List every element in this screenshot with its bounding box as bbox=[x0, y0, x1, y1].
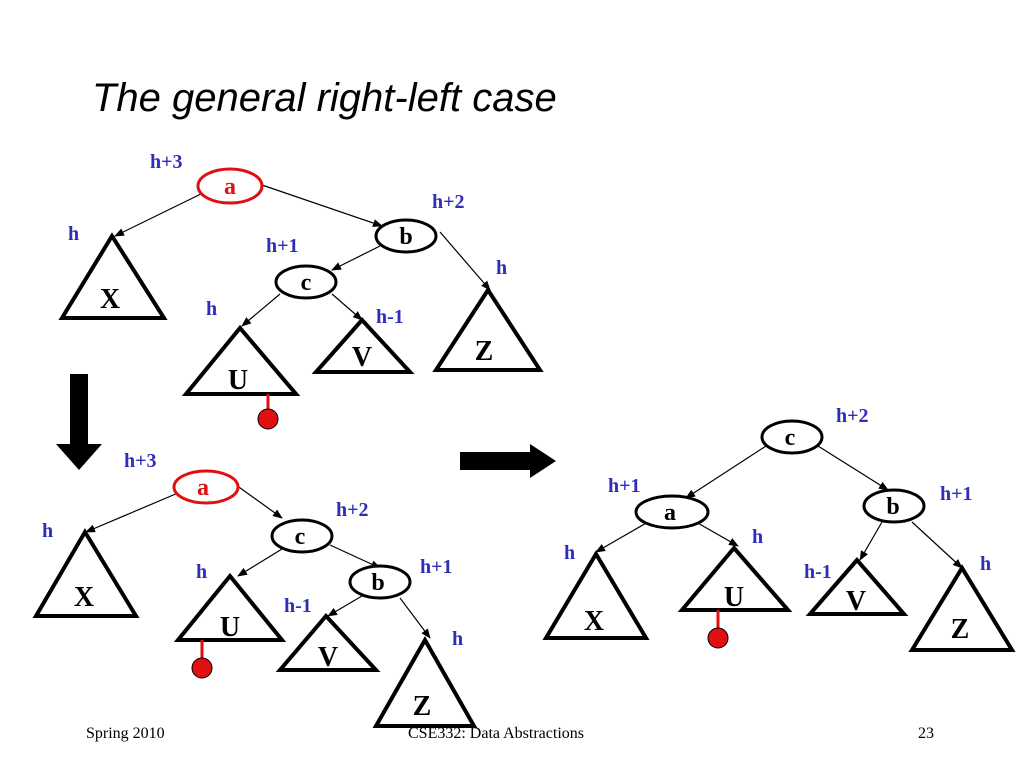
subtree-v bbox=[805, 556, 909, 616]
insertion-node bbox=[257, 408, 279, 430]
height-label: h-1 bbox=[376, 306, 404, 328]
edge-a-x bbox=[595, 521, 649, 553]
node-b bbox=[348, 564, 412, 600]
height-label: h+1 bbox=[420, 556, 453, 578]
insertion-node bbox=[191, 657, 213, 679]
subtree-x bbox=[542, 550, 650, 640]
subtree-u-label: U bbox=[724, 582, 744, 613]
subtree-x-label: X bbox=[100, 284, 120, 315]
subtree-v-label: V bbox=[318, 642, 338, 673]
height-label: h-1 bbox=[284, 595, 312, 617]
edge-b-c bbox=[331, 245, 381, 271]
node-b bbox=[862, 488, 926, 524]
height-label: h bbox=[564, 542, 575, 564]
footer-course: CSE332: Data Abstractions bbox=[408, 725, 584, 742]
node-b-label: b bbox=[371, 570, 384, 596]
subtree-u bbox=[173, 572, 287, 642]
node-a bbox=[196, 167, 264, 205]
height-label: h bbox=[68, 223, 79, 245]
edge-c-b bbox=[329, 544, 381, 569]
edge-b-z bbox=[399, 597, 431, 639]
edge-a-x bbox=[85, 492, 179, 533]
edge-b-z bbox=[439, 231, 491, 291]
edge-a-x bbox=[114, 191, 206, 237]
node-a bbox=[634, 494, 710, 530]
subtree-x-label: X bbox=[74, 582, 94, 613]
footer-term: Spring 2010 bbox=[86, 725, 165, 742]
right-arrow-icon bbox=[460, 444, 556, 478]
edge-b-z bbox=[911, 521, 963, 569]
height-label: h bbox=[980, 553, 991, 575]
height-label: h+1 bbox=[266, 235, 299, 257]
node-b-label: b bbox=[399, 224, 412, 250]
edge-b-v bbox=[859, 521, 883, 561]
edge-c-b bbox=[817, 445, 889, 491]
height-label: h+1 bbox=[608, 475, 641, 497]
height-label: h-1 bbox=[804, 561, 832, 583]
height-label: h+3 bbox=[150, 151, 183, 173]
edge-c-u bbox=[241, 293, 281, 327]
height-label: h+2 bbox=[432, 191, 465, 213]
node-a bbox=[172, 469, 240, 505]
node-c-label: c bbox=[301, 270, 312, 296]
node-a-label: a bbox=[224, 174, 236, 200]
page-number: 23 bbox=[918, 725, 934, 742]
edge-a-u bbox=[695, 521, 739, 547]
subtree-x bbox=[32, 528, 140, 618]
edge-c-a bbox=[685, 445, 767, 499]
height-label: h bbox=[452, 628, 463, 650]
node-c bbox=[270, 518, 334, 554]
subtree-v bbox=[275, 612, 381, 672]
subtree-v bbox=[311, 317, 415, 374]
subtree-z bbox=[372, 635, 478, 728]
node-c-label: c bbox=[785, 425, 796, 451]
subtree-z-label: Z bbox=[413, 691, 432, 722]
node-b-label: b bbox=[886, 494, 899, 520]
height-label: h+2 bbox=[336, 499, 369, 521]
height-label: h bbox=[42, 520, 53, 542]
node-c bbox=[760, 419, 824, 455]
subtree-x bbox=[58, 232, 168, 320]
slide-title: The general right-left case bbox=[92, 76, 557, 120]
node-c-label: c bbox=[295, 524, 306, 550]
subtree-v-label: V bbox=[352, 342, 372, 373]
subtree-u-label: U bbox=[220, 612, 240, 643]
height-label: h+2 bbox=[836, 405, 869, 427]
height-label: h+1 bbox=[940, 483, 973, 505]
edge-c-u bbox=[237, 548, 283, 577]
node-a-label: a bbox=[664, 500, 676, 526]
height-label: h bbox=[206, 298, 217, 320]
tree-before: a h+3 X h b h+2 c h+1 Z h U h V h-1 bbox=[58, 151, 544, 430]
tree-middle: a h+3 X h c h+2 U h b h+1 V h-1 Z h bbox=[32, 450, 478, 728]
subtree-z bbox=[908, 564, 1016, 652]
height-label: h bbox=[496, 257, 507, 279]
node-a-label: a bbox=[197, 475, 209, 501]
edge-a-c bbox=[235, 484, 283, 519]
subtree-u bbox=[181, 324, 301, 396]
edge-c-v bbox=[331, 293, 363, 321]
height-label: h bbox=[196, 561, 207, 583]
subtree-u bbox=[677, 544, 793, 612]
subtree-z-label: Z bbox=[951, 614, 970, 645]
height-label: h bbox=[752, 526, 763, 548]
tree-after: c h+2 a h+1 b h+1 X h U h V h-1 Z h bbox=[542, 405, 1016, 652]
subtree-v-label: V bbox=[846, 586, 866, 617]
subtree-z-label: Z bbox=[475, 336, 494, 367]
subtree-x-label: X bbox=[584, 606, 604, 637]
edge-b-v bbox=[327, 595, 363, 617]
down-arrow-icon bbox=[56, 374, 102, 470]
insertion-node bbox=[707, 627, 729, 649]
subtree-z bbox=[432, 286, 544, 372]
node-b bbox=[374, 218, 438, 254]
subtree-u-label: U bbox=[228, 365, 248, 396]
edge-a-b bbox=[261, 184, 383, 227]
height-label: h+3 bbox=[124, 450, 157, 472]
node-c bbox=[274, 264, 338, 300]
